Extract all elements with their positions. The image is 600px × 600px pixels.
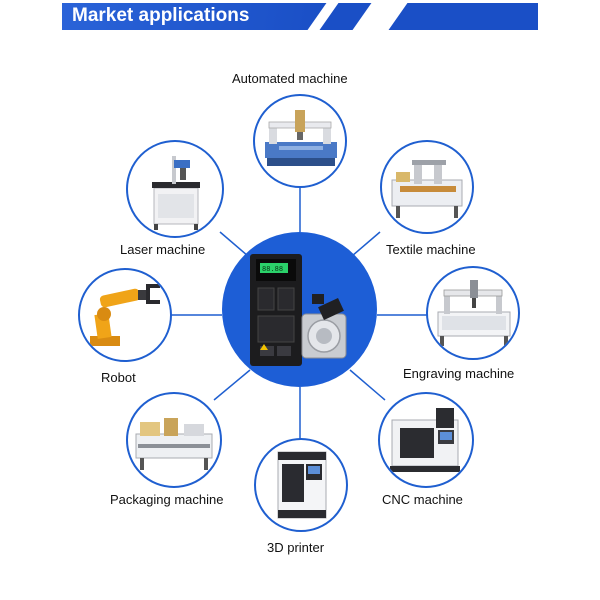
cnc-router-icon	[265, 110, 337, 166]
connector-line	[213, 369, 251, 401]
label-packaging-machine: Packaging machine	[110, 492, 224, 507]
printer-3d-icon	[277, 451, 327, 519]
application-robot	[78, 268, 172, 362]
label-cnc-machine: CNC machine	[382, 492, 463, 507]
label-3d-printer: 3D printer	[267, 540, 325, 555]
application-textile-machine	[380, 140, 474, 234]
connector-line	[219, 231, 249, 257]
header-banner: Market applications	[62, 3, 538, 30]
application-3d-printer	[254, 438, 348, 532]
svg-text:88.88: 88.88	[262, 265, 283, 273]
servo-drive-motor-icon: 88.88	[222, 232, 377, 387]
packaging-machine-icon	[135, 418, 213, 470]
application-cnc-machine	[378, 392, 474, 488]
label-engraving-machine: Engraving machine	[403, 366, 515, 381]
robot-arm-icon	[90, 284, 160, 346]
connector-line	[349, 369, 386, 401]
label-laser-machine: Laser machine	[120, 242, 206, 257]
application-engraving-machine	[426, 266, 520, 360]
application-packaging-machine	[126, 392, 222, 488]
label-textile-machine: Textile machine	[386, 242, 476, 257]
connector-line	[351, 231, 381, 257]
application-laser-machine	[126, 140, 224, 238]
laser-marking-icon	[152, 156, 200, 230]
page-title: Market applications	[72, 5, 250, 26]
cnc-machine-icon	[390, 408, 460, 472]
textile-machine-icon	[391, 160, 463, 218]
label-robot: Robot	[101, 370, 136, 385]
label-automated-machine: Automated machine	[232, 71, 348, 86]
engraving-machine-icon	[437, 280, 511, 346]
application-automated-machine	[253, 94, 347, 188]
